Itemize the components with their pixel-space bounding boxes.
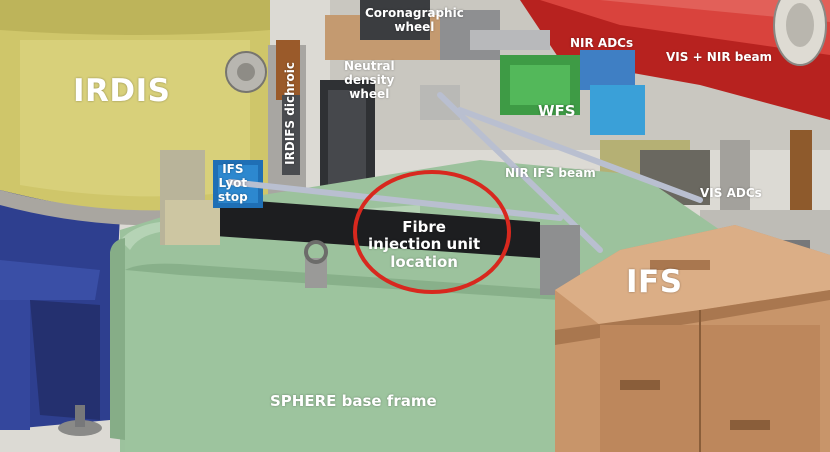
label-vis-nir-beam: VIS + NIR beam xyxy=(666,50,773,64)
vis-nir-beam-tube xyxy=(520,0,830,120)
label-fibre-injection-unit-location: Fibre injection unit location xyxy=(368,218,481,271)
ifs-box xyxy=(555,225,830,452)
frame-fitting xyxy=(304,240,328,288)
neutral-density-wheel-column xyxy=(320,80,375,190)
frame-feet xyxy=(58,405,102,436)
label-ifs-lyot-stop: IFS Lyot stop xyxy=(218,162,248,204)
label-irdis: IRDIS xyxy=(73,73,171,109)
blue-support-structure xyxy=(0,180,120,430)
label-wfs: WFS xyxy=(538,102,576,120)
label-irdifs-dichroic: IRDIFS dichroic xyxy=(283,61,298,165)
label-neutral-density-wheel: Neutral density wheel xyxy=(344,59,395,101)
coronagraphic-wheel-machinery xyxy=(325,0,550,60)
fibre-injection-bar xyxy=(215,198,540,258)
wfs-machinery xyxy=(420,50,710,205)
label-sphere-base-frame: SPHERE base frame xyxy=(270,392,437,410)
label-nir-ifs-beam: NIR IFS beam xyxy=(505,166,596,180)
label-ifs: IFS xyxy=(626,264,683,300)
label-coronagraphic-wheel: Coronagraphic wheel xyxy=(365,6,464,34)
fibre-injection-highlight-ellipse xyxy=(353,170,511,294)
irdifs-dichroic-column xyxy=(268,40,306,205)
label-vis-adcs: VIS ADCs xyxy=(700,186,762,200)
label-nir-adcs: NIR ADCs xyxy=(570,36,634,50)
